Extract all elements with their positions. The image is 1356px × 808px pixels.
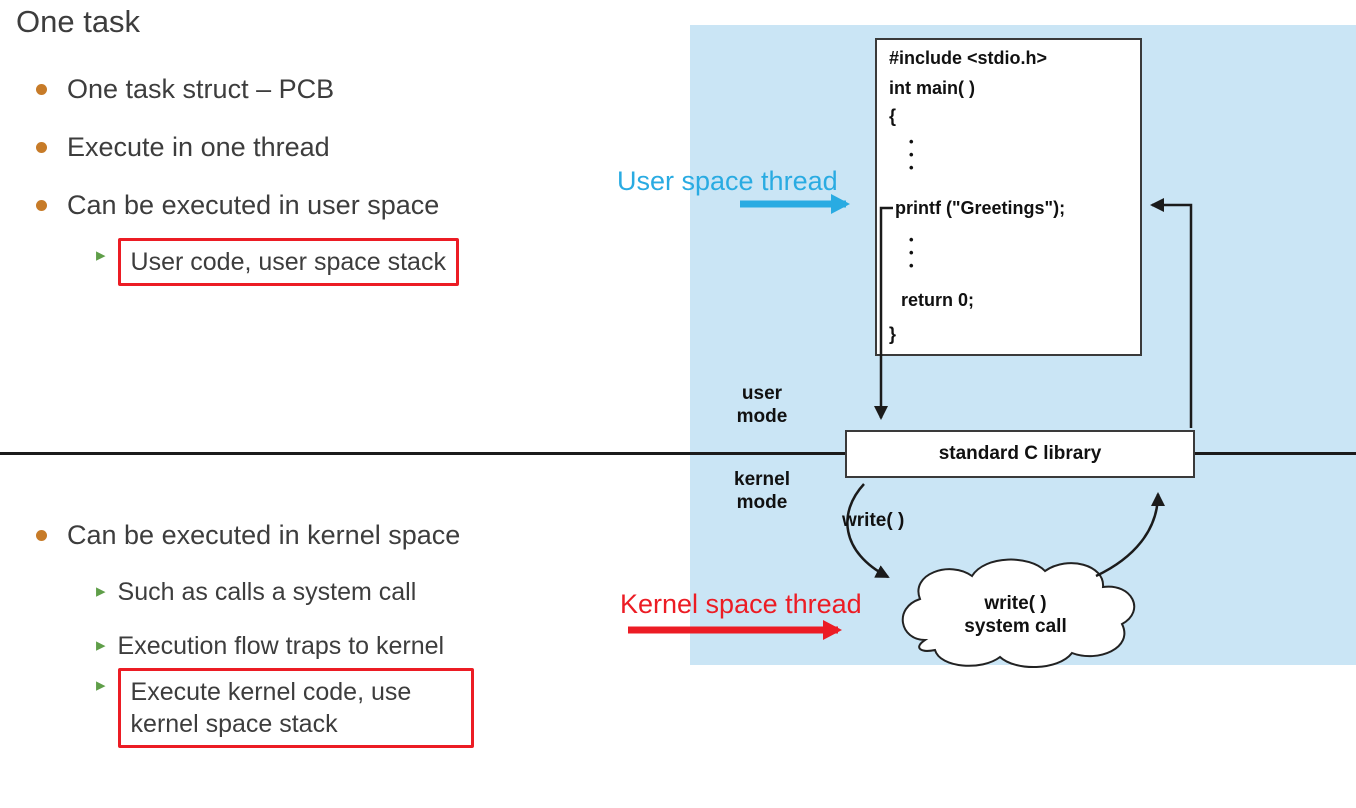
code-line-close-brace: } [889,324,897,344]
sub-bullet-traps-kernel: ▸ Execution flow traps to kernel [96,628,444,664]
kernel-stack-highlight-box: Execute kernel code, use kernel space st… [117,668,474,748]
standard-c-library-box: standard C library [845,430,1195,478]
bullet-text: Can be executed in user space [67,190,440,220]
bullet-icon [36,200,47,211]
bullet-text: One task struct – PCB [67,74,335,104]
bullet-text: Can be executed in kernel space [67,520,461,550]
bullet-kernel-space: Can be executed in kernel space [36,520,460,551]
syscall-cloud-label: write( ) system call [964,593,1067,637]
user-code-highlight-box: User code, user space stack [117,238,459,286]
code-line-printf: printf ("Greetings"); [895,198,1066,218]
slide-title: One task [16,4,141,39]
code-line-return: return 0; [901,290,975,310]
code-dot: • [909,245,914,260]
bullet-icon [36,530,47,541]
sub-bullet-text: Execution flow traps to kernel [117,632,445,660]
code-line-open-brace: { [889,106,897,126]
code-dot: • [909,147,914,162]
library-label: standard C library [938,443,1102,464]
code-ellipsis: • • • [909,232,914,273]
bullet-one-task-struct: One task struct – PCB [36,74,334,105]
kernel-space-thread-label: Kernel space thread [620,589,862,619]
sub-bullet-kernel-stack: ▸ Execute kernel code, use kernel space … [96,668,474,748]
sub-bullet-arrow-icon: ▸ [96,245,106,266]
code-dot: • [909,160,914,175]
bullet-icon [36,142,47,153]
sub-bullet-system-call: ▸ Such as calls a system call [96,574,416,610]
bullet-text: Execute in one thread [67,132,330,162]
user-mode-label: user mode [736,383,788,427]
user-space-thread-label: User space thread [617,166,838,196]
bullet-icon [36,84,47,95]
sub-bullet-arrow-icon: ▸ [96,581,106,602]
sub-bullet-text: Such as calls a system call [117,578,417,606]
program-code-box: #include <stdio.h> int main( ) { • • • p… [875,38,1142,356]
code-line-main: int main( ) [889,78,975,98]
kernel-mode-label: kernel mode [734,469,790,513]
code-ellipsis: • • • [909,134,914,175]
code-dot: • [909,232,914,247]
bullet-execute-one-thread: Execute in one thread [36,132,330,163]
user-kernel-divider-line [0,452,1356,455]
code-dot: • [909,258,914,273]
write-call-label: write( ) [842,510,905,531]
sub-bullet-user-code: ▸ User code, user space stack [96,238,459,286]
code-line-include: #include <stdio.h> [889,48,1048,68]
bullet-user-space: Can be executed in user space [36,190,439,221]
code-dot: • [909,134,914,149]
sub-bullet-arrow-icon: ▸ [96,675,106,696]
sub-bullet-arrow-icon: ▸ [96,635,106,656]
